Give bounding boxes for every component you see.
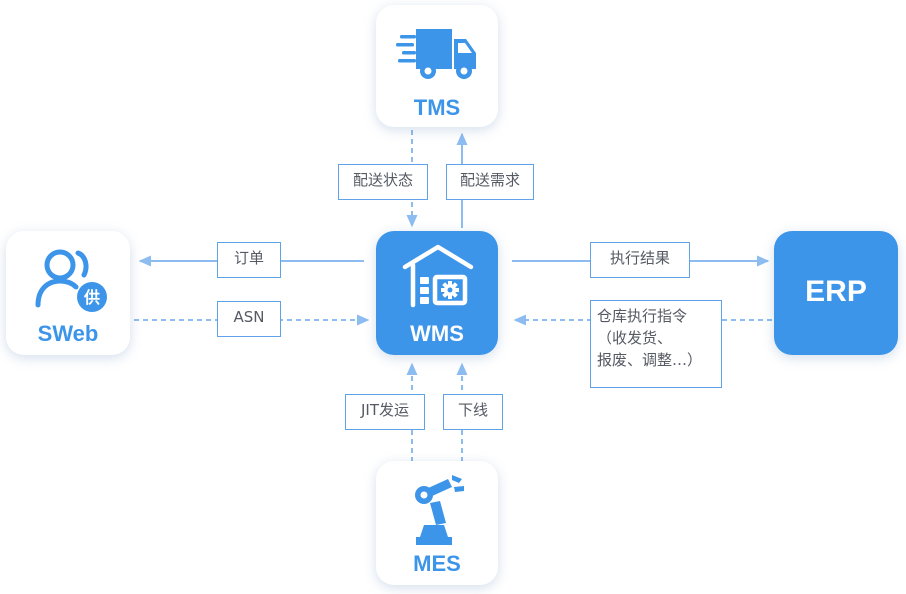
- warehouse-instruction-line-2: （收发货、: [597, 329, 673, 347]
- erp-node[interactable]: ERP: [774, 231, 898, 355]
- mes-label: MES: [413, 551, 461, 576]
- label-delivery-status: 配送状态: [338, 164, 428, 200]
- label-warehouse-instruction: 仓库执行指令 （收发货、 报废、调整…）: [590, 300, 722, 388]
- sweb-node[interactable]: 供 SWeb: [6, 231, 130, 355]
- label-jit-shipping: JIT发运: [345, 394, 425, 430]
- warehouse-instruction-line-3: 报废、调整…）: [597, 351, 703, 369]
- label-order: 订单: [217, 242, 281, 278]
- truck-icon: [396, 29, 476, 79]
- mes-node[interactable]: MES: [376, 461, 498, 585]
- label-delivery-demand: 配送需求: [446, 164, 534, 200]
- wms-label: WMS: [410, 321, 464, 346]
- warehouse-icon: [402, 244, 474, 308]
- erp-label: ERP: [805, 275, 867, 308]
- supplier-user-icon: 供: [35, 249, 107, 312]
- sweb-label: SWeb: [37, 321, 99, 346]
- wms-node[interactable]: WMS: [376, 231, 498, 355]
- robot-arm-icon: [415, 475, 464, 545]
- supplier-badge: 供: [83, 288, 100, 307]
- warehouse-instruction-line-1: 仓库执行指令: [597, 307, 688, 325]
- label-exec-result: 执行结果: [590, 242, 690, 278]
- label-asn: ASN: [217, 301, 281, 337]
- label-offline: 下线: [443, 394, 503, 430]
- tms-label: TMS: [413, 95, 461, 120]
- tms-node[interactable]: TMS: [376, 5, 498, 127]
